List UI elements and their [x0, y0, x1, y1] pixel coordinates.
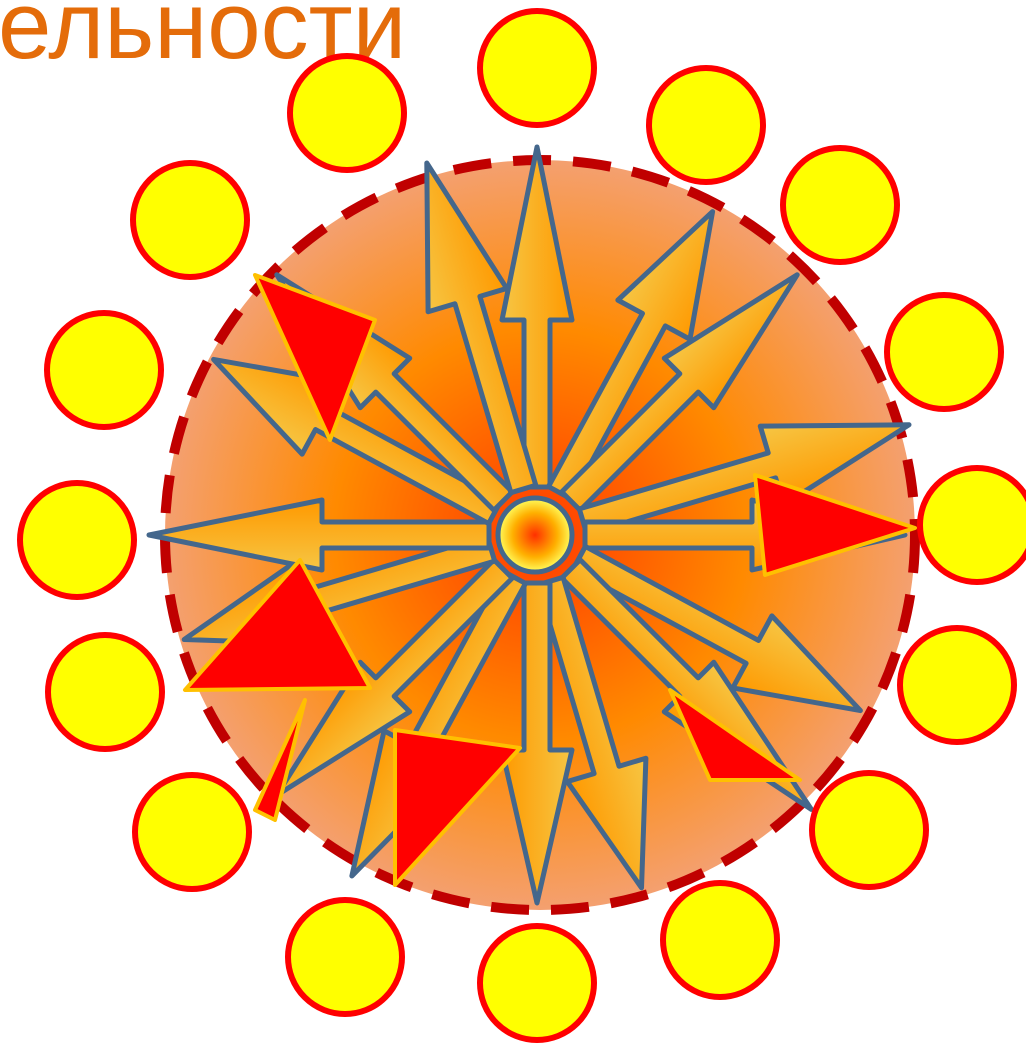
outer-node-circle	[47, 313, 161, 427]
outer-node-circle	[783, 148, 897, 262]
outer-node-circle	[290, 56, 404, 170]
outer-node-circle	[812, 773, 926, 887]
outer-node-circle	[20, 483, 134, 597]
outer-node-circle	[900, 628, 1014, 742]
outer-node-circle	[135, 775, 249, 889]
outer-node-circle	[48, 635, 162, 749]
outer-node-circle	[480, 926, 594, 1040]
outer-node-circle	[920, 468, 1026, 582]
outer-node-circle	[649, 68, 763, 182]
outer-node-circle	[288, 900, 402, 1014]
center-hub	[498, 498, 572, 572]
outer-node-circle	[663, 883, 777, 997]
outer-node-circle	[133, 163, 247, 277]
outer-node-circle	[887, 295, 1001, 409]
outer-node-circle	[480, 11, 594, 125]
